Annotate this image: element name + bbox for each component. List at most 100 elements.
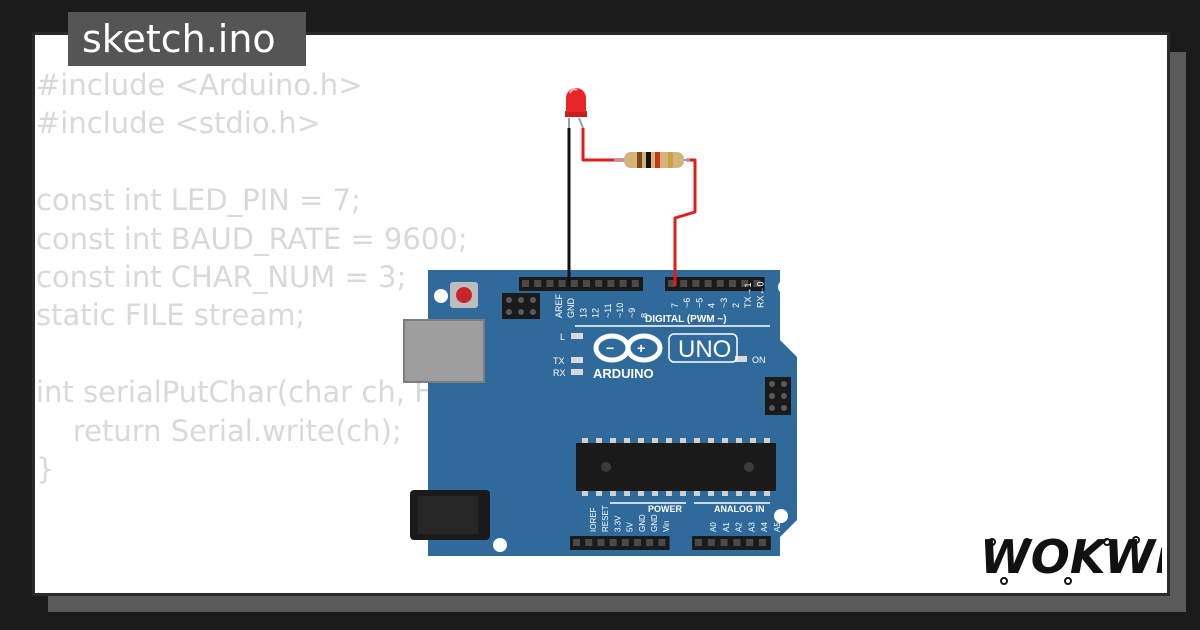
analog-header[interactable] — [692, 536, 771, 550]
uno-badge — [668, 333, 738, 363]
header-pin[interactable] — [621, 539, 629, 546]
chip-pin — [722, 491, 728, 496]
pin-label: ~6 — [682, 298, 692, 308]
icsp-pin — [518, 309, 524, 315]
file-tab-sketch[interactable]: sketch.ino — [68, 12, 306, 66]
code-line: static FILE stream; — [36, 298, 306, 333]
led-highlight — [569, 88, 578, 94]
power-jack-body — [418, 496, 478, 534]
header-pin[interactable] — [746, 539, 754, 546]
header-pin[interactable] — [668, 280, 675, 287]
header-pin[interactable] — [695, 539, 702, 546]
pin-label: 7 — [670, 303, 680, 308]
header-pin[interactable] — [546, 280, 554, 287]
header-strip — [665, 277, 765, 291]
icsp-pin — [781, 405, 787, 411]
resistor-band — [655, 152, 660, 168]
header-pin[interactable] — [716, 280, 724, 287]
icsp-pin — [781, 381, 787, 387]
led-on-label: ON — [752, 355, 766, 365]
chip-dot — [744, 462, 754, 472]
header-pin[interactable] — [522, 280, 529, 287]
header-pin[interactable] — [759, 539, 766, 546]
led-on — [735, 356, 747, 362]
chip-pins — [582, 438, 770, 496]
code-line: #include <stdio.h> — [36, 106, 321, 141]
reset-button-cap[interactable] — [456, 287, 472, 303]
pin-label: ~3 — [719, 298, 729, 308]
chip-pin — [736, 491, 742, 496]
arduino-brand-text: ARDUINO — [593, 366, 654, 381]
pin-label: A4 — [760, 522, 769, 532]
pin-label: RX←0 — [755, 281, 765, 308]
led-dome — [566, 88, 586, 112]
chip-notch — [601, 462, 611, 472]
uno-model-text: UNO — [678, 336, 731, 363]
power-header[interactable] — [570, 536, 670, 550]
chip-pin — [652, 491, 658, 496]
mount-hole — [493, 538, 507, 552]
pin-label: A1 — [722, 522, 731, 532]
wire-led-anode[interactable] — [581, 128, 624, 162]
pin-label: TX→1 — [743, 282, 753, 308]
icsp-pin — [506, 297, 512, 303]
header-pin[interactable] — [692, 280, 700, 287]
header-pin[interactable] — [597, 539, 605, 546]
header-pin[interactable] — [558, 280, 566, 287]
red-led[interactable] — [565, 88, 587, 129]
chip-pin — [638, 438, 644, 443]
chip-pin — [694, 438, 700, 443]
header-pin[interactable] — [729, 280, 736, 287]
header-pin[interactable] — [607, 280, 615, 287]
led-tx-label: TX — [553, 356, 565, 366]
header-pin[interactable] — [634, 539, 641, 546]
pin-label: A0 — [709, 522, 718, 532]
header-pin[interactable] — [570, 280, 578, 287]
chip-pin — [764, 438, 770, 443]
header-pin[interactable] — [680, 280, 688, 287]
header-pin[interactable] — [573, 539, 580, 546]
header-pin[interactable] — [631, 280, 639, 287]
analog-header-label: ANALOG IN — [714, 504, 765, 514]
header-pin[interactable] — [595, 280, 603, 287]
pin-label: ~9 — [627, 308, 637, 318]
resistor[interactable] — [614, 152, 690, 168]
pin-label: RESET — [601, 505, 610, 532]
led-l — [571, 333, 583, 339]
header-pin[interactable] — [720, 539, 728, 546]
chip-pin — [596, 491, 602, 496]
icsp-header-right — [765, 377, 791, 415]
header-pin[interactable] — [646, 539, 654, 546]
pin-label: 13 — [578, 308, 588, 318]
chip-pin — [638, 491, 644, 496]
header-pin[interactable] — [534, 280, 542, 287]
digital-header[interactable] — [519, 277, 765, 291]
header-pin[interactable] — [585, 539, 593, 546]
header-pin[interactable] — [704, 280, 712, 287]
led-rx-label: RX — [553, 368, 566, 378]
header-pin[interactable] — [753, 280, 761, 287]
header-pin[interactable] — [609, 539, 617, 546]
icsp-pin — [769, 381, 775, 387]
led-l-label: L — [560, 332, 565, 342]
wire-pin7[interactable] — [673, 158, 697, 286]
header-pin[interactable] — [707, 539, 715, 546]
resistor-body — [624, 152, 684, 168]
wokwi-logo: WOKWi — [980, 530, 1162, 585]
pin-label: 12 — [591, 308, 601, 318]
chip-pin — [610, 491, 616, 496]
led-leg-anode — [578, 117, 584, 129]
resistor-band — [646, 152, 651, 168]
header-pin[interactable] — [583, 280, 590, 287]
header-pin[interactable] — [658, 539, 666, 546]
pin-label: IOREF — [589, 507, 598, 532]
pin-label: ~5 — [694, 298, 704, 308]
header-pin[interactable] — [619, 280, 627, 287]
header-pin[interactable] — [741, 280, 749, 287]
icsp-pin — [518, 297, 524, 303]
header-pin[interactable] — [733, 539, 741, 546]
chip-pin — [610, 438, 616, 443]
logo-minus: − — [606, 340, 614, 356]
